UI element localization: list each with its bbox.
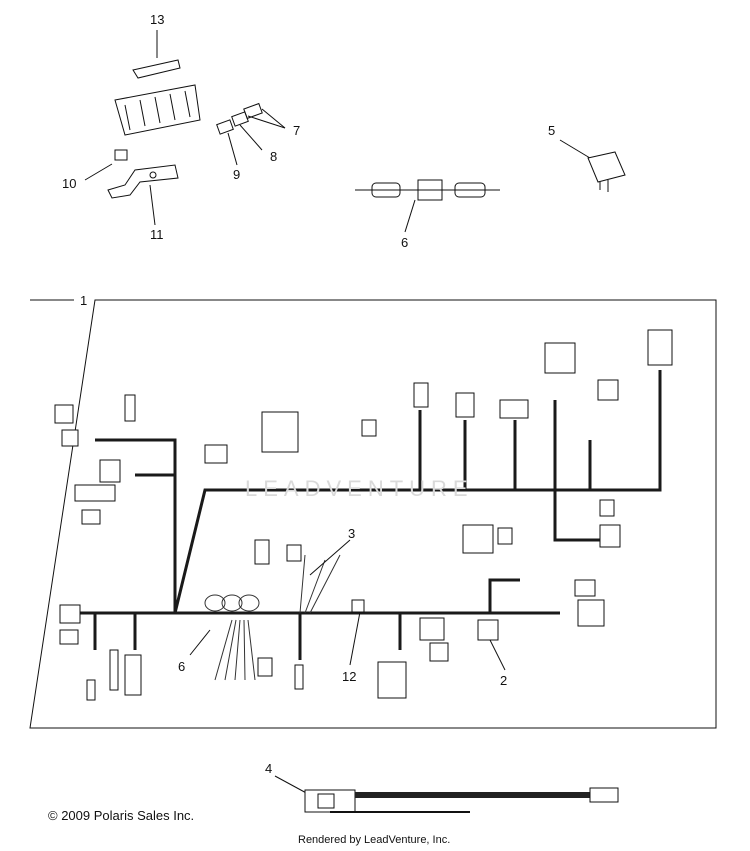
relay-part xyxy=(559,139,626,192)
callout-10: 10 xyxy=(62,176,77,191)
harness-frame xyxy=(29,299,717,729)
harness-connectors xyxy=(54,329,673,701)
callout-13: 13 xyxy=(150,12,165,27)
copyright-text: © 2009 Polaris Sales Inc. xyxy=(48,808,195,823)
callout-9: 9 xyxy=(233,167,241,182)
callout-12: 12 xyxy=(342,669,357,684)
fuse-box-part xyxy=(114,30,201,136)
callout-leaders xyxy=(189,539,506,796)
extension-harness-part xyxy=(304,787,619,813)
bracket-part xyxy=(84,149,179,226)
callout-11: 11 xyxy=(150,227,164,242)
callout-2: 2 xyxy=(500,673,508,688)
harness-wires xyxy=(75,370,662,660)
fuses-part xyxy=(216,102,286,166)
diode-part xyxy=(355,179,500,233)
rendered-by-text: Rendered by LeadVenture, Inc. xyxy=(298,834,451,846)
callout-5: 5 xyxy=(548,123,556,138)
callout-6-diode: 6 xyxy=(401,235,409,250)
callout-1: 1 xyxy=(80,293,88,308)
callout-6-harness: 6 xyxy=(178,659,186,674)
callout-4: 4 xyxy=(265,761,273,776)
harness-branch-wires xyxy=(204,554,341,681)
watermark-text: LEADVENTURE xyxy=(245,476,474,501)
callout-8: 8 xyxy=(270,149,278,164)
callout-7: 7 xyxy=(293,123,301,138)
callout-3: 3 xyxy=(348,526,356,541)
